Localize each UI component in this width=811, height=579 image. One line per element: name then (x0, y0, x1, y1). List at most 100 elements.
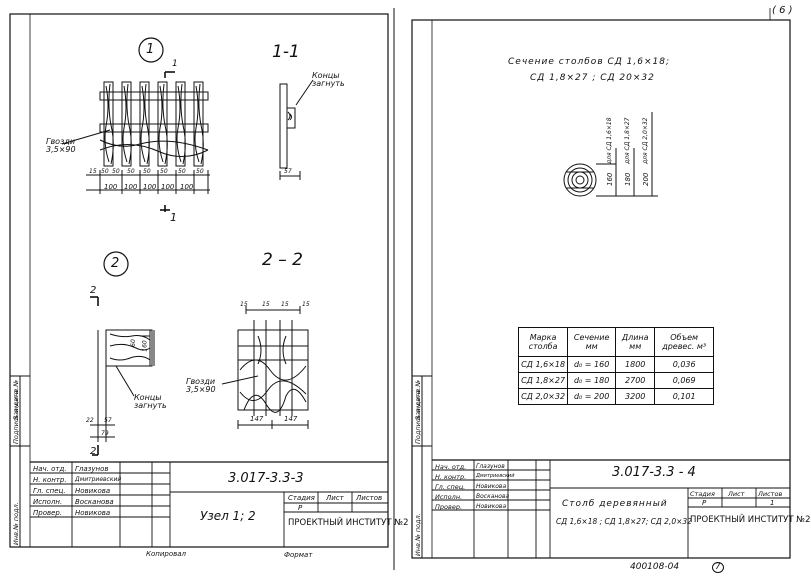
table-cell: 0,069 (654, 372, 714, 389)
dim-50: 50 (178, 168, 186, 175)
tb-right-title-1: Столб деревянный (562, 499, 668, 509)
dim-100: 100 (180, 183, 194, 191)
tb-right-stage-header: Стадия (690, 490, 715, 498)
section-label-vertical: для СД 2,0×32 (642, 117, 649, 165)
cut-mark-1-top: 1 (172, 59, 178, 69)
tb-right-role: Исполн. (435, 493, 463, 501)
tb-right-role: Гл. спец. (435, 483, 466, 491)
dim-147: 147 (284, 415, 298, 423)
dim-79: 79 (101, 430, 109, 437)
tb-right-title-2: СД 1,6×18 ; СД 1,8×27; СД 2,0×32 (556, 517, 692, 526)
dim-vertical: 200 (642, 172, 650, 186)
dim-15: 15 (89, 168, 97, 175)
dim-100: 100 (104, 183, 118, 191)
tb-left-sheet-title: Узел 1; 2 (200, 509, 256, 523)
cut-mark-1-bottom: 1 (170, 211, 177, 224)
tb-right-role: Н. контр. (435, 473, 467, 481)
table-cell: d₀ = 180 (567, 372, 617, 389)
dim-15-top: 15 (240, 301, 248, 308)
tb-left-role: Провер. (33, 509, 63, 517)
tb-left-stage: Р (298, 504, 303, 512)
dim-50: 50 (143, 168, 151, 175)
dim-50: 50 (112, 168, 120, 175)
tb-right-role: Нач. отд. (435, 463, 467, 471)
tb-left-role: Гл. спец. (33, 487, 66, 495)
tb-left-stage-header: Стадия (288, 494, 315, 502)
dim-160: 160 (141, 340, 149, 352)
side-label-left: Инв.№ подл. (12, 502, 20, 545)
dim-100: 100 (124, 183, 138, 191)
table-cell: 0,036 (654, 356, 714, 373)
table-cell: СД 1,6×18 (517, 356, 569, 373)
table-cell: 1800 (615, 356, 656, 373)
posts-table-header: Марка столба Сечение мм Длина мм Объем д… (517, 327, 714, 357)
tb-right-name: Глазунов (476, 463, 505, 470)
tb-left-role: Нач. отд. (33, 465, 67, 473)
dim-22: 22 (86, 417, 94, 424)
tb-right-org: ПРОЕКТНЫЙ ИНСТИТУТ №2 (690, 515, 811, 525)
dim-57: 57 (284, 168, 292, 175)
section-1-1-title: 1-1 (272, 42, 300, 62)
table-cell: СД 1,8×27 (517, 372, 569, 389)
corner-page-number: ( 6 ) (772, 5, 793, 16)
tb-left-doc-code: 3.017-3.3-3 (228, 471, 304, 486)
dim-15-top: 15 (302, 301, 310, 308)
side-label-left: Взам.инв.№ (12, 380, 20, 420)
tb-right-name: Дмитриевский (476, 473, 515, 479)
tb-right-name: Новикова (476, 503, 507, 510)
tb-left-org: ПРОЕКТНЫЙ ИНСТИТУТ №2 (288, 518, 409, 528)
section-label-vertical: для СД 1,8×27 (624, 117, 631, 165)
header-cell: Марка столба (517, 327, 569, 357)
header-cell: Длина мм (615, 327, 656, 357)
tb-right-role: Провер. (435, 503, 463, 511)
tb-right-sheet-header: Лист (728, 490, 745, 498)
side-label-right: Взам.инв.№ (414, 380, 422, 420)
header-cell: Объем древес. м³ (654, 327, 714, 357)
section-label-vertical: для СД 1,6×18 (606, 117, 613, 165)
dim-vertical: 180 (624, 172, 632, 186)
table-row: СД 1,8×27 d₀ = 180 2700 0,069 (517, 372, 714, 389)
table-row: СД 1,6×18 d₀ = 160 1800 0,036 (517, 356, 714, 373)
tb-left-name: Дмитриевский (75, 476, 122, 483)
tb-left-name: Новикова (75, 487, 111, 495)
dim-15-top: 15 (281, 301, 289, 308)
tb-right-name: Новикова (476, 483, 507, 490)
tb-left-name: Восканова (75, 498, 114, 506)
dim-147: 147 (250, 415, 264, 423)
dim-vertical: 160 (606, 172, 614, 186)
footer-number: 7 (712, 562, 724, 573)
table-cell: 0,101 (654, 388, 714, 405)
dim-60: 60 (129, 339, 137, 347)
dim-57b: 57 (104, 417, 112, 424)
table-cell: СД 2,0×32 (517, 388, 569, 405)
tb-left-name: Новикова (75, 509, 111, 517)
dim-50: 50 (196, 168, 204, 175)
tb-left-role: Н. контр. (33, 476, 67, 484)
node-2-label: 2 (111, 256, 120, 271)
dim-100: 100 (143, 183, 157, 191)
format-label: Формат (284, 551, 313, 559)
posts-table: Марка столба Сечение мм Длина мм Объем д… (517, 327, 714, 405)
table-cell: 2700 (615, 372, 656, 389)
dim-50: 50 (127, 168, 135, 175)
table-cell: d₀ = 160 (567, 356, 617, 373)
tb-right-stage: Р (702, 499, 707, 507)
node-1-label: 1 (146, 42, 155, 57)
header-cell: Сечение мм (567, 327, 617, 357)
tb-left-name: Глазунов (75, 465, 109, 473)
dim-100: 100 (161, 183, 175, 191)
dim-50: 50 (160, 168, 168, 175)
tb-left-role: Исполн. (33, 498, 63, 506)
section-heading-line-2: СД 1,8×27 ; СД 20×32 (530, 73, 655, 83)
table-row: СД 2,0×32 d₀ = 200 3200 0,101 (517, 388, 714, 405)
side-label-right: Инв.№ подл. (414, 513, 422, 556)
tb-left-sheet-header: Лист (326, 494, 344, 502)
section-heading-line-1: Сечение столбов СД 1,6×18; (508, 57, 670, 67)
tb-right-sheet: 1 (770, 499, 775, 507)
tb-right-name: Восканова (476, 493, 510, 500)
